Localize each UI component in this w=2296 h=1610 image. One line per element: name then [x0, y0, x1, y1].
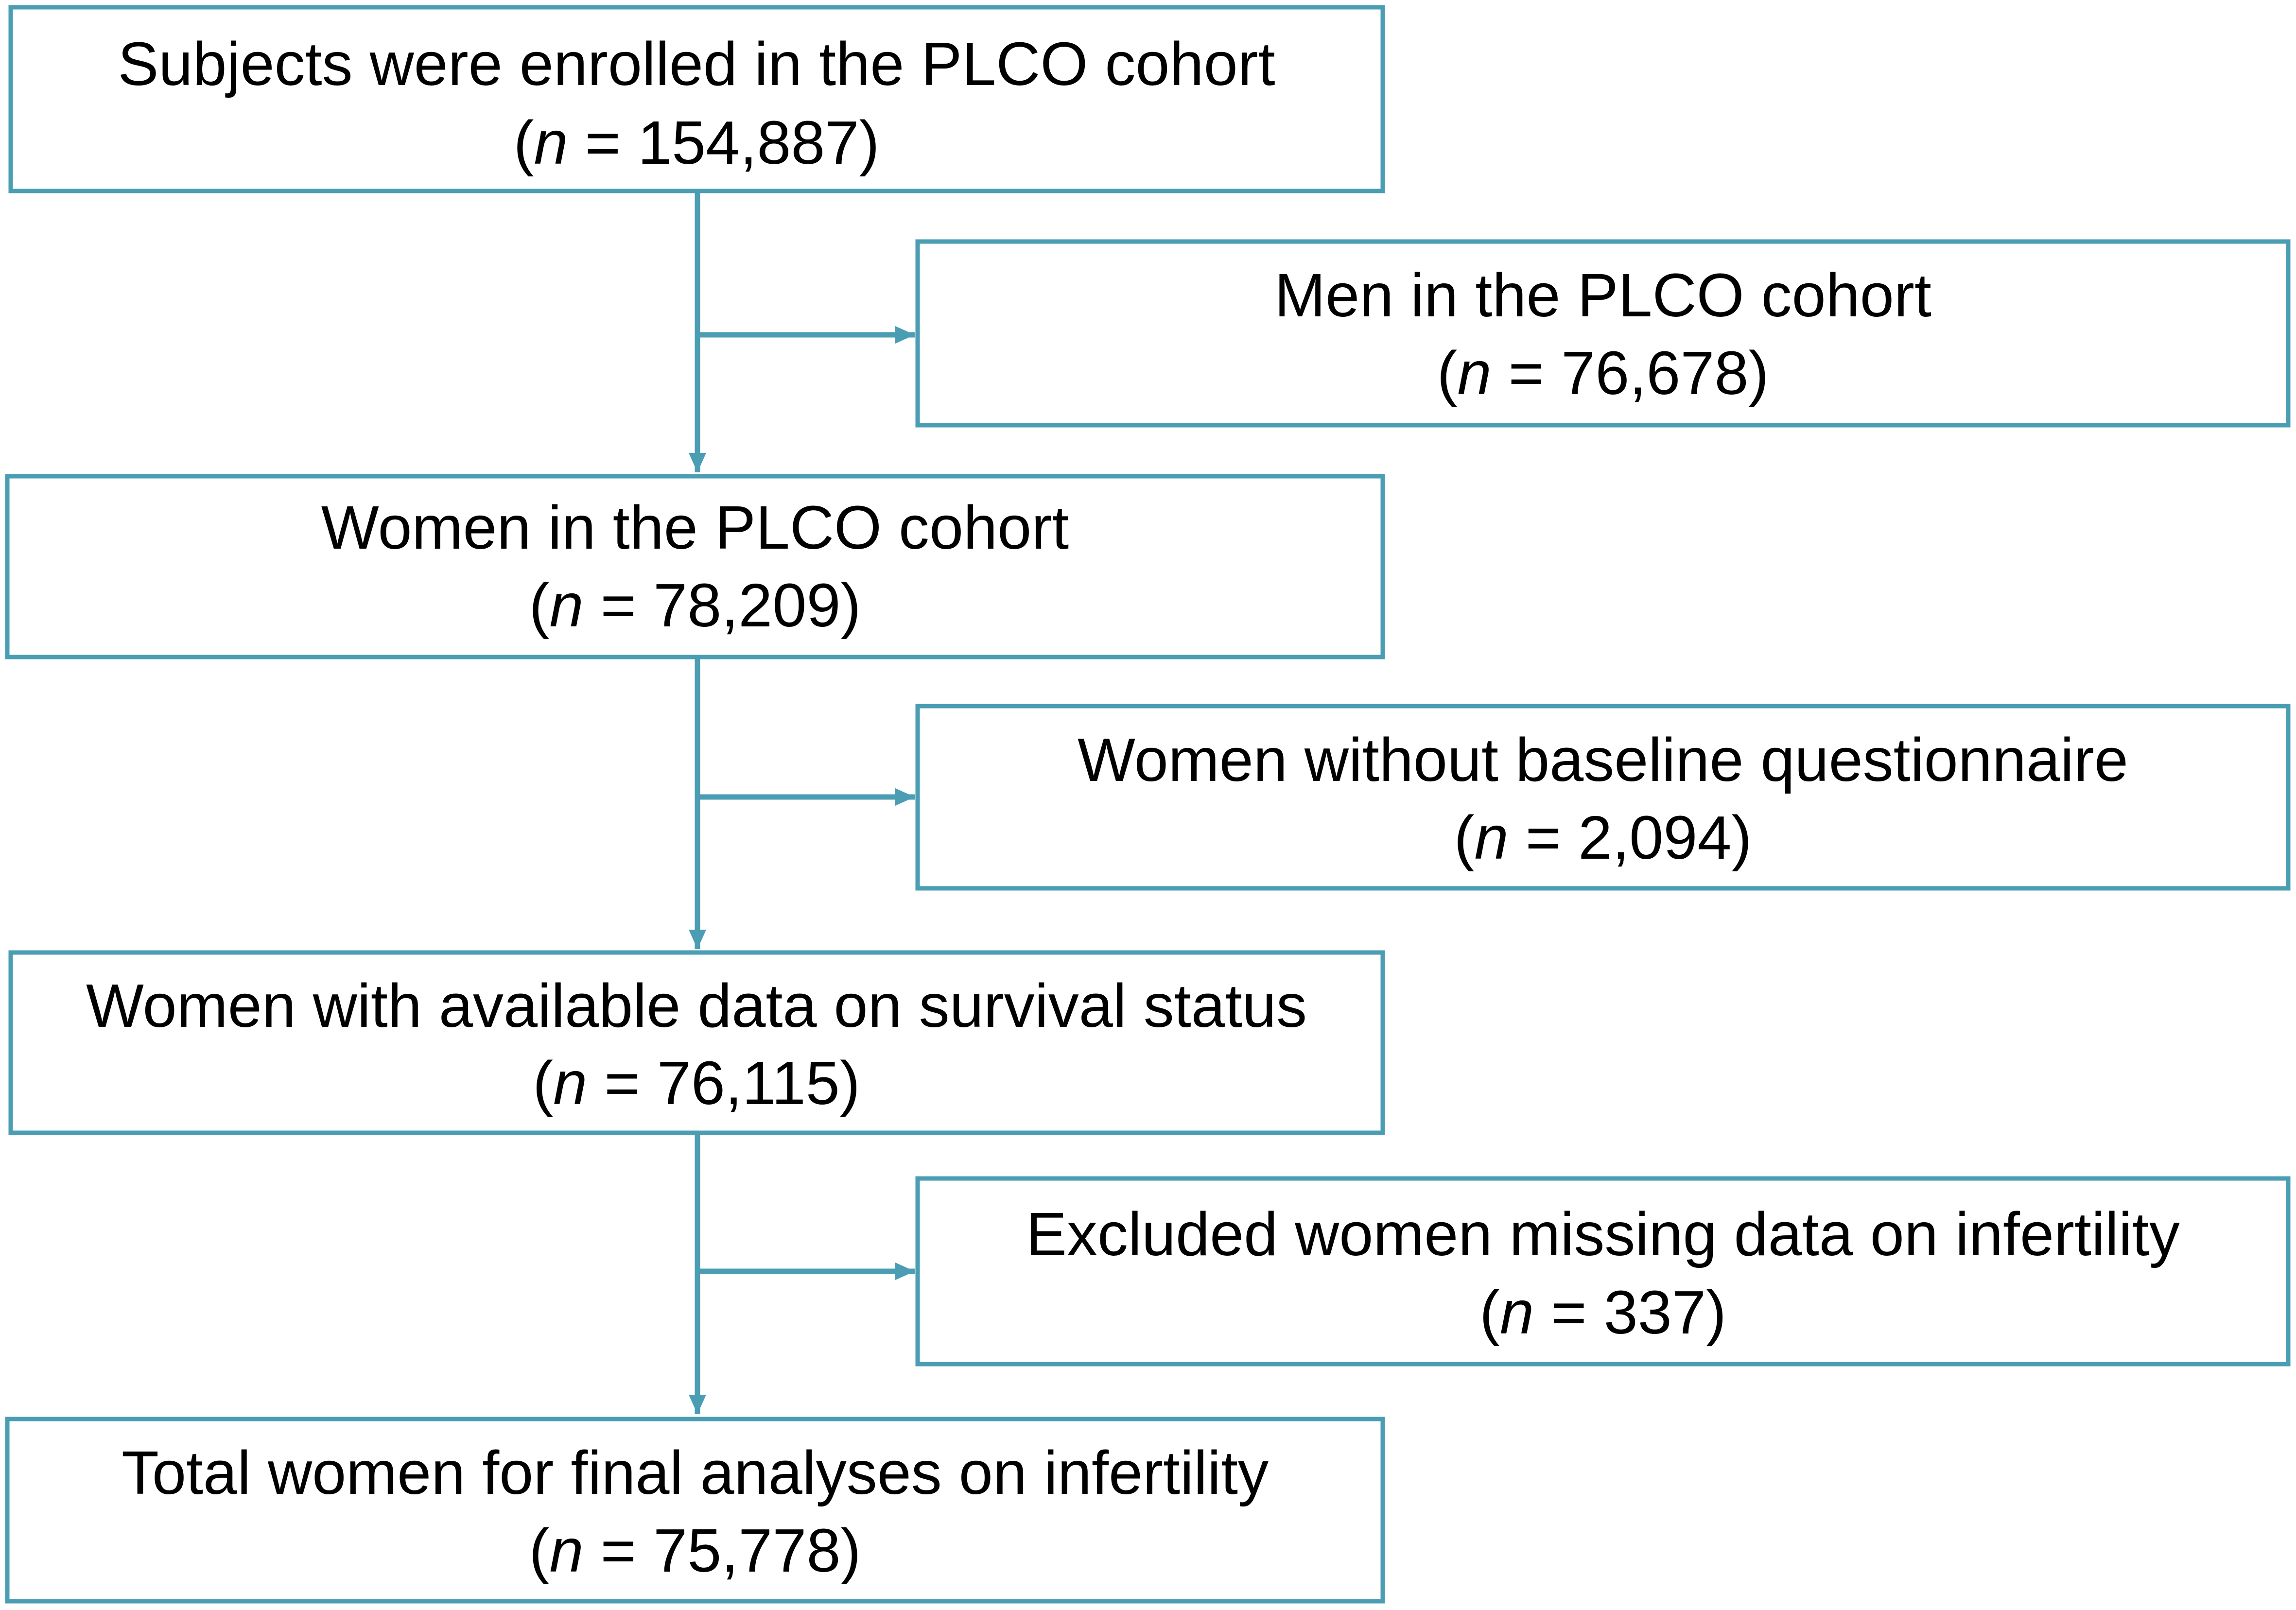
exclusion-title-missing-infertility: Excluded women missing data on infertili…	[1026, 1200, 2180, 1268]
step-box-enrolled: Subjects were enrolled in the PLCO cohor…	[8, 5, 1385, 193]
step-title-final: Total women for final analyses on infert…	[122, 1438, 1269, 1507]
step-box-final: Total women for final analyses on infert…	[5, 1417, 1385, 1604]
exclusion-box-men: Men in the PLCO cohort (n = 76,678)	[915, 239, 2291, 428]
exclusion-box-missing-infertility: Excluded women missing data on infertili…	[915, 1176, 2291, 1367]
step-box-survival: Women with available data on survival st…	[8, 950, 1385, 1135]
exclusion-box-no-baseline: Women without baseline questionnaire (n …	[915, 704, 2291, 891]
exclusion-count-missing-infertility: (n = 337)	[1479, 1278, 1726, 1347]
step-title-survival: Women with available data on survival st…	[86, 971, 1307, 1040]
exclusion-count-men: (n = 76,678)	[1437, 339, 1769, 407]
step-title-enrolled: Subjects were enrolled in the PLCO cohor…	[118, 30, 1275, 98]
step-count-survival: (n = 76,115)	[533, 1049, 860, 1117]
exclusion-count-no-baseline: (n = 2,094)	[1454, 803, 1752, 872]
step-box-women: Women in the PLCO cohort (n = 78,209)	[5, 474, 1385, 659]
step-count-final: (n = 75,778)	[529, 1516, 861, 1585]
step-title-women: Women in the PLCO cohort	[321, 493, 1069, 562]
exclusion-title-men: Men in the PLCO cohort	[1274, 261, 1931, 329]
step-count-women: (n = 78,209)	[529, 571, 861, 640]
step-count-enrolled: (n = 154,887)	[513, 108, 879, 177]
exclusion-title-no-baseline: Women without baseline questionnaire	[1078, 726, 2128, 794]
